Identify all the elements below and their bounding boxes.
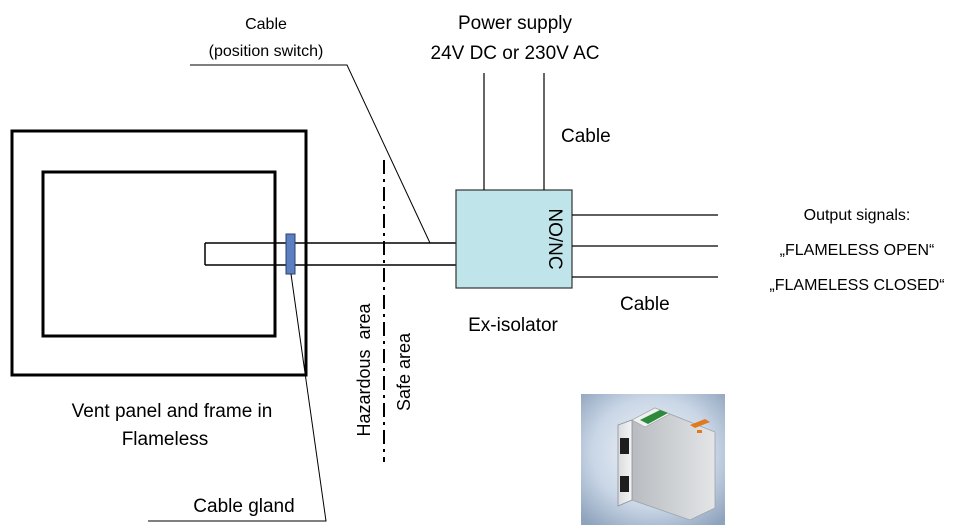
output-open-label: „FLAMELESS OPEN“ bbox=[780, 242, 935, 259]
ex-isolator-photo bbox=[581, 394, 725, 525]
cable-gland bbox=[285, 233, 296, 275]
output-closed-label: „FLAMELESS CLOSED“ bbox=[769, 277, 944, 294]
safe-area-label: Safe area bbox=[394, 332, 414, 411]
vent-panel-label-2: Flameless bbox=[122, 429, 209, 450]
output-signals-title: Output signals: bbox=[804, 207, 911, 224]
cable-power-label: Cable bbox=[561, 126, 611, 147]
hazardous-area-label: Hazardous area bbox=[354, 302, 374, 436]
power-supply-label-2: 24V DC or 230V AC bbox=[431, 43, 600, 64]
ex-isolator-box bbox=[455, 189, 573, 289]
cable-gland-label: Cable gland bbox=[193, 496, 294, 517]
vent-panel-label-1: Vent panel and frame in bbox=[72, 401, 273, 422]
cable-output-label: Cable bbox=[620, 294, 670, 315]
cable-position-switch-label-2: (position switch) bbox=[209, 43, 324, 60]
leader-cable-position-switch bbox=[190, 64, 431, 244]
no-nc-label: NO/NC bbox=[544, 208, 565, 269]
vent-panel-inner bbox=[41, 170, 277, 338]
ex-isolator-label: Ex-isolator bbox=[468, 315, 558, 336]
leader-cable-gland bbox=[148, 273, 327, 522]
cable-position-switch-label-1: Cable bbox=[245, 16, 287, 33]
vent-frame-outer bbox=[10, 129, 308, 377]
power-supply-label-1: Power supply bbox=[458, 13, 573, 34]
